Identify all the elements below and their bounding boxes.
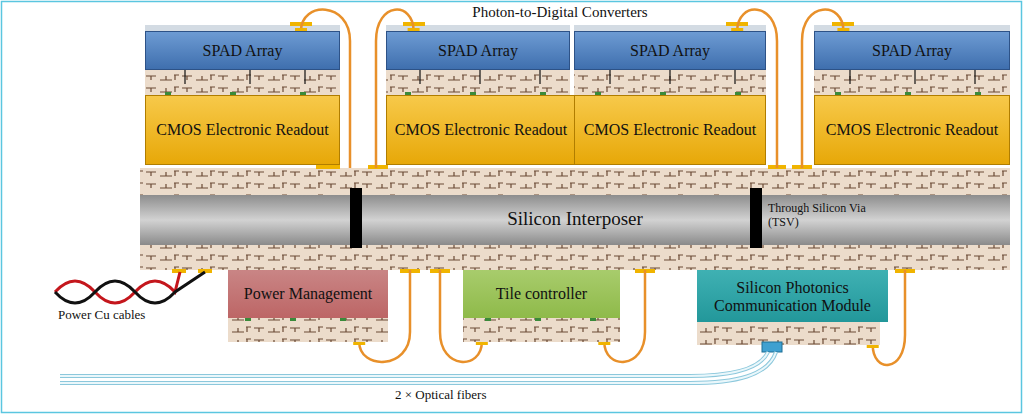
readout-chip: CMOS Electronic Readout [574, 95, 766, 165]
power-cables [55, 272, 205, 303]
node-text: SPAD Array [624, 42, 716, 60]
controller-chip: Tile controller [463, 270, 620, 342]
node-text: SPAD Array [866, 42, 958, 60]
spad-array: SPAD Array [574, 31, 766, 70]
bond-pad [598, 342, 610, 345]
node-text: Tile controller [490, 285, 593, 303]
node-text: CMOS Electronic Readout [578, 121, 762, 139]
label-text: Power Cu cables [58, 308, 198, 323]
diagram-title: Photon-to-Digital Converters [440, 4, 680, 21]
photonics-chip: Silicon Photonics Communication Module [697, 270, 888, 345]
node-text: CMOS Electronic Readout [389, 121, 573, 139]
silicon-interposer: Silicon Interposer [140, 168, 1010, 270]
node-text: CMOS Electronic Readout [820, 121, 1004, 139]
bond-pad [867, 345, 879, 348]
spad-array: SPAD Array [386, 31, 570, 70]
optical-fibers [60, 352, 776, 383]
node-text: SPAD Array [432, 42, 524, 60]
interposer-layers [140, 165, 1010, 273]
node-text: CMOS Electronic Readout [150, 121, 334, 139]
readout-chip: CMOS Electronic Readout [814, 95, 1010, 165]
label-text: Through Silicon Via (TSV) [768, 202, 880, 230]
bond-pad [476, 342, 488, 345]
node-text: SPAD Array [197, 42, 289, 60]
node-text: Power Management [238, 285, 378, 303]
power-chip: Power Management [228, 270, 388, 342]
stack-layers [145, 22, 1010, 95]
readout-chip: CMOS Electronic Readout [386, 95, 576, 165]
spad-array: SPAD Array [145, 31, 340, 70]
node-text: Silicon Photonics Communication Module [697, 279, 888, 314]
bond-pad [353, 342, 365, 345]
readout-chip: CMOS Electronic Readout [145, 95, 340, 165]
spad-array: SPAD Array [814, 31, 1010, 70]
node-text: Silicon Interposer [501, 208, 649, 230]
label-text: 2 × Optical fibers [395, 388, 555, 403]
